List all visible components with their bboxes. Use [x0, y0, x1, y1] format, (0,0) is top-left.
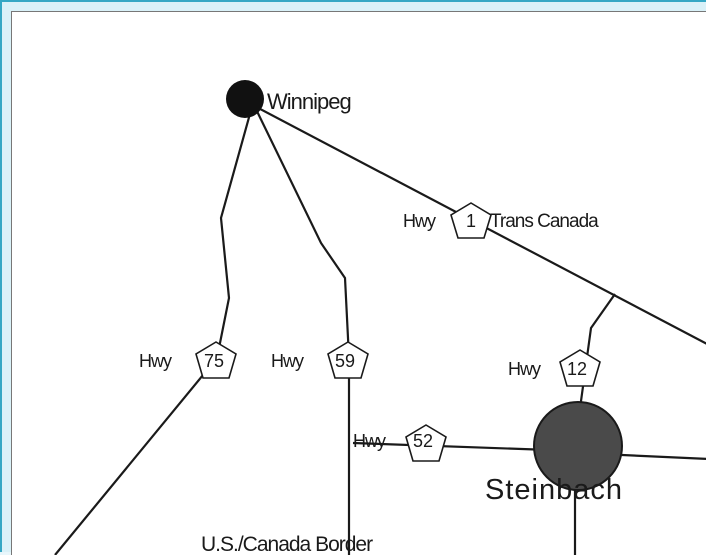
city-label-steinbach: Steinbach — [485, 474, 623, 506]
road-hwy75 — [54, 102, 255, 555]
route-map[interactable]: Winnipeg Steinbach Hwy 1 Trans Canada Hw… — [11, 11, 706, 555]
hwy59-label: Hwy — [271, 351, 304, 371]
map-canvas: Winnipeg Steinbach Hwy 1 Trans Canada Hw… — [54, 80, 706, 555]
city-marker-steinbach[interactable] — [533, 401, 623, 491]
hwy75-number: 75 — [204, 351, 224, 371]
road-hwy59 — [252, 102, 351, 555]
hwy12-label: Hwy — [508, 359, 541, 379]
hwy12-number: 12 — [567, 359, 587, 379]
hwy1-number: 1 — [466, 211, 476, 231]
hwy52-label: Hwy — [353, 431, 386, 451]
hwy1-label: Hwy — [403, 211, 436, 231]
hwy75-label: Hwy — [139, 351, 172, 371]
shield-hwy75[interactable] — [195, 341, 237, 379]
shield-hwy1[interactable] — [450, 202, 492, 239]
hwy59-number: 59 — [335, 351, 355, 371]
shield-hwy52[interactable] — [405, 424, 447, 462]
city-marker-winnipeg[interactable] — [226, 80, 264, 118]
hwy52-number: 52 — [413, 431, 433, 451]
road-hwy12-north — [576, 293, 616, 424]
city-label-winnipeg: Winnipeg — [267, 89, 351, 114]
shield-hwy59[interactable] — [327, 341, 369, 379]
border-label: U.S./Canada Border — [201, 533, 373, 555]
shield-hwy12[interactable] — [559, 349, 601, 387]
hwy1-name: Trans Canada — [490, 211, 599, 232]
